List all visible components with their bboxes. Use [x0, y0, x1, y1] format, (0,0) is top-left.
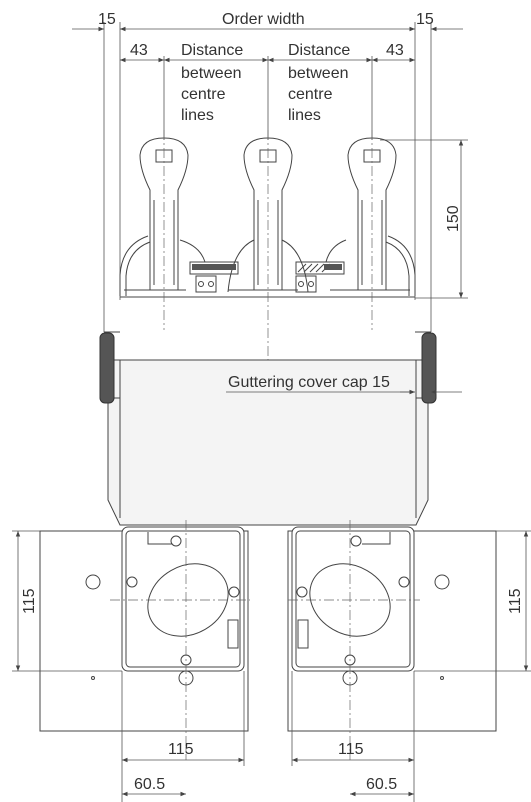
socket-box-left [121, 526, 245, 672]
mounting-plate-right [287, 520, 497, 760]
distance-left-line-2: between [181, 65, 242, 82]
plate-right-height-label: 115 [507, 588, 524, 614]
profile-middle [243, 137, 293, 290]
offset-left-label: 43 [130, 42, 148, 59]
order-width-label: Order width [222, 11, 305, 28]
profile-left [139, 137, 189, 290]
plate-dimensions: 115 115 115 115 60.5 60.5 [12, 530, 531, 802]
distance-right-line-3: centre [288, 86, 333, 103]
distance-right-label: Distance between centre lines [288, 42, 355, 124]
height-label: 150 [445, 205, 462, 232]
plate-right-width-label: 115 [338, 741, 364, 758]
distance-right-line-1: Distance [288, 42, 350, 59]
distance-right-line-2: between [288, 65, 349, 82]
offset-bottom-left-label: 60.5 [134, 776, 165, 793]
mounting-plate-left [39, 520, 250, 760]
distance-right-line-4: lines [288, 107, 321, 124]
distance-left-line-4: lines [181, 107, 214, 124]
cover-cap-dimension: Guttering cover cap 15 [226, 374, 462, 395]
offset-bottom-right-label: 60.5 [366, 776, 397, 793]
margin-right-label: 15 [416, 11, 434, 28]
plate-left-width-label: 115 [168, 741, 194, 758]
socket-box-right [291, 526, 415, 672]
height-dimension: 150 [380, 139, 468, 299]
centre-lines [163, 130, 373, 400]
margin-left-label: 15 [98, 11, 116, 28]
distance-left-line-1: Distance [181, 42, 243, 59]
cover-cap-label: Guttering cover cap 15 [228, 374, 390, 391]
duct-housing [99, 331, 437, 526]
top-dimensions: 15 Order width 15 43 43 Distance between… [72, 11, 463, 332]
plate-left-height-label: 115 [21, 588, 38, 614]
profile-right [347, 137, 397, 290]
distance-left-line-3: centre [181, 86, 226, 103]
cover-cap-right [421, 332, 437, 404]
offset-right-label: 43 [386, 42, 404, 59]
cover-cap-left [99, 332, 115, 404]
distance-left-label: Distance between centre lines [181, 42, 248, 124]
